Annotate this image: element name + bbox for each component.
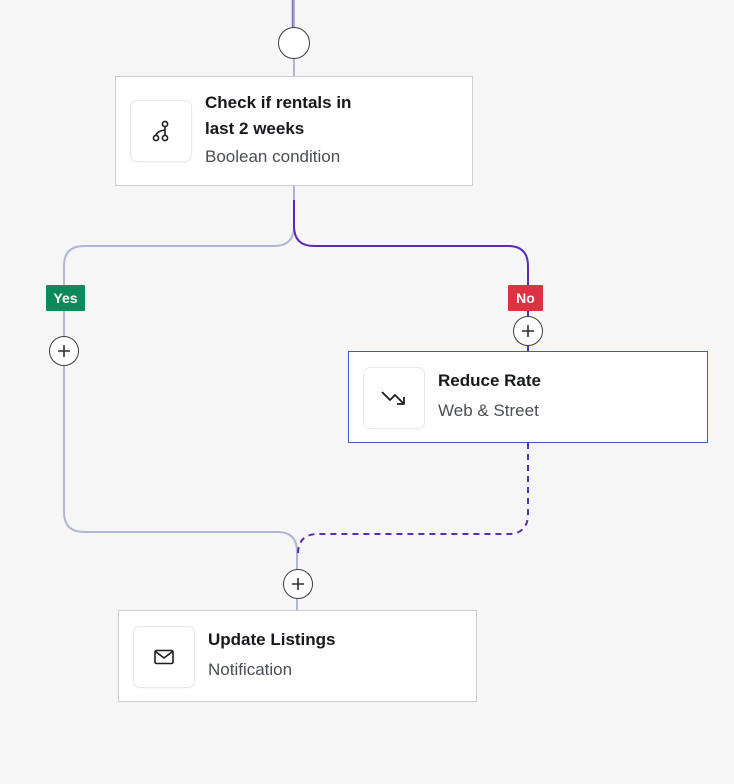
yes-branch-connector: [63, 225, 298, 611]
node-update-listings[interactable]: Update Listings Notification: [118, 610, 477, 702]
plus-icon: [522, 325, 534, 337]
node-reduce-rate[interactable]: Reduce Rate Web & Street: [348, 351, 708, 443]
node-title: Check if rentals in last 2 weeks: [205, 93, 352, 138]
reduce-rate-return-connector: [297, 443, 529, 555]
plus-icon: [292, 578, 304, 590]
add-step-button-no[interactable]: [513, 316, 543, 346]
branch-icon: [152, 120, 169, 142]
mail-icon: [154, 649, 174, 665]
node-icon-wrapper: [364, 368, 424, 428]
node-icon-wrapper: [134, 627, 194, 687]
add-step-button-yes[interactable]: [49, 336, 79, 366]
node-subtitle: Web & Street: [438, 401, 539, 420]
flow-start-point[interactable]: [278, 27, 310, 59]
node-icon-wrapper: [131, 101, 191, 161]
add-step-button-merge[interactable]: [283, 569, 313, 599]
node-subtitle: Notification: [208, 660, 293, 679]
plus-icon: [58, 345, 70, 357]
node-subtitle: Boolean condition: [205, 147, 341, 166]
no-branch-badge: No: [508, 285, 543, 311]
node-title: Reduce Rate: [438, 371, 541, 390]
trend-down-icon: [381, 391, 405, 405]
yes-branch-badge: Yes: [46, 285, 85, 311]
node-check-rentals[interactable]: Check if rentals in last 2 weeks Boolean…: [115, 76, 473, 186]
node-title: Update Listings: [208, 630, 336, 649]
no-branch-connector: [293, 200, 529, 352]
